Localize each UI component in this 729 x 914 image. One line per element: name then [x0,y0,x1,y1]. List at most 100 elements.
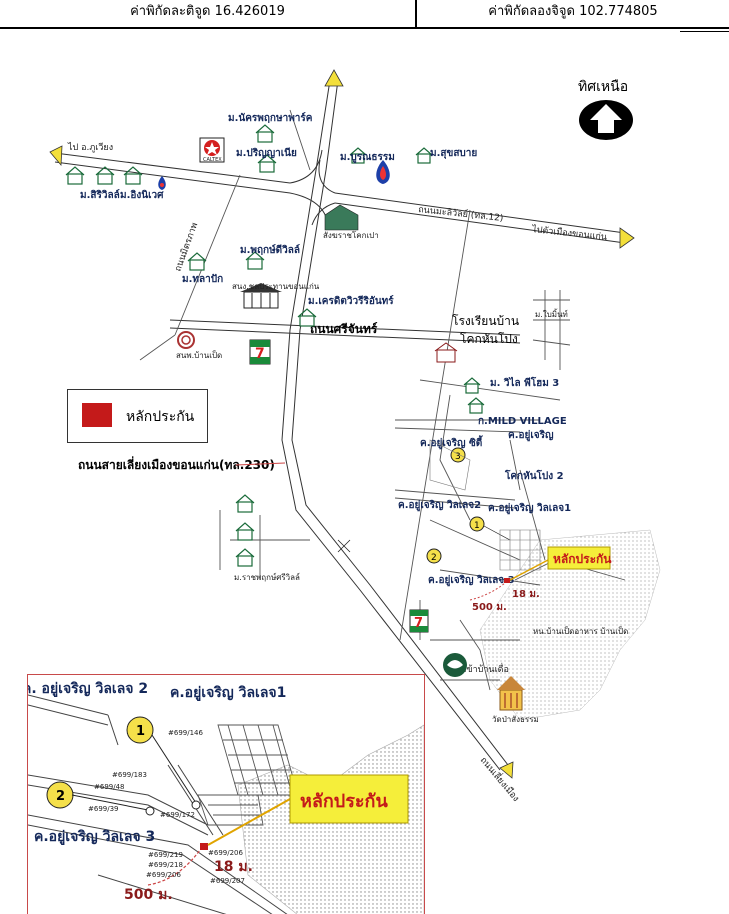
svg-text:2: 2 [431,553,437,563]
inset-collateral-marker [200,843,208,850]
label-church: สังฆราชโคกเปา [323,230,379,240]
ring-road-pointer [235,462,286,466]
ptt-station-small-icon [158,176,166,190]
seven-eleven-icon: 7 [249,339,271,365]
house-icon [235,522,255,541]
road-label-srichan: ถนนศรีจันทร์ [310,322,378,336]
coordinates-header: ค่าพิกัดละติจูด 16.426019 ค่าพิกัดลองจิจ… [0,0,729,29]
road-label-small-4: ถนนเลี่ยงเมือง [478,754,523,804]
secondary-roads [139,109,626,691]
inset-dist-500: 500 ม. [124,887,173,903]
label-yoocharoen-khok2: โคกหันโปง 2 [504,469,564,482]
callout-line [509,559,549,581]
house-icon [187,252,207,271]
label-mild-village: ก.MILD VILLAGE [478,416,567,427]
dist-18-label: 18 ม. [512,589,540,600]
label-sawat: ม.สิริวิลล์ [80,189,120,201]
svg-text:3: 3 [455,452,461,462]
inset-map: 1 2 หลักประกัน ค. อยู่เจริญ วิลเลจ 2 ค.อ… [27,674,425,914]
arrow-west-icon [49,145,63,167]
legend-swatch [82,403,112,427]
office-building-icon [240,283,282,309]
label-temple-left: สนพ.บ้านเป็ด [176,350,222,360]
inset-label-ville2: ค. อยู่เจริญ วิลเลจ 2 [28,681,148,697]
parcel-label: #699/218 [148,861,183,869]
road-label-west: ไป อ.ภูเวียง [67,142,113,153]
svg-text:1: 1 [136,724,145,739]
svg-text:7: 7 [414,616,423,631]
inset-label-ville3: ค.อยู่เจริญ วิลเลจ 3 [34,829,155,845]
label-nakhon-park: ม.นัครพฤกษาพาร์ค [228,112,313,124]
road-arrows [49,69,635,779]
label-ekatham: ม.บูรณธรรม [340,152,395,164]
house-icon [235,494,255,513]
header-underline [680,31,729,32]
parcel-label: #699/146 [168,729,203,737]
marker-1: 1 [469,516,511,541]
label-wilai: ม. วิไล พีโฮม 3 [490,376,559,389]
inset-label-ville1: ค.อยู่เจริญ วิลเลจ1 [170,685,286,701]
rail-crossing-icon [337,539,351,553]
longitude-label: ค่าพิกัดลองจิจูด 102.774805 [488,4,658,19]
label-resort: ม.ราชพฤกษ์ศรีวิลล์ [234,572,300,582]
main-roads [54,79,626,771]
label-school-2: โคกหันโปง [460,332,518,346]
road-label-to-city: ไปตัวเมืองขอนแก่น [531,224,608,243]
lotus-market-icon [443,653,467,677]
parcel-label: #699/39 [88,805,119,813]
label-market: หน.บ้านเป็ดอาหาร บ้านเป็ด [533,626,628,636]
marker-2: 2 [426,548,442,564]
arrow-south-icon [499,761,514,779]
parcel-label: #699/183 [112,771,147,779]
arrow-north-icon [324,69,344,87]
house-icon [65,166,85,185]
label-yoocharoen-city: ค.อยู่เจริญ ซิตี้ [420,435,483,450]
svg-text:CALTEX: CALTEX [203,157,222,163]
house-icon [297,308,317,327]
label-thalapak: ม.ทลาปัก [182,273,223,285]
legend-label: หลักประกัน [126,409,195,425]
collateral-marker [504,578,510,583]
house-icon [245,251,265,270]
house-icon [467,397,485,414]
label-ingmaiya: ม.อิงนิเวศ [120,189,164,201]
svg-text:1: 1 [474,521,480,531]
legend: หลักประกัน [67,389,208,443]
label-creative: ม.เครดิตวิวรีริอันทร์ [308,295,394,307]
church-icon [324,204,359,231]
marker-3: 3 [450,447,466,463]
temple-icon [497,676,525,711]
inset-callout-line [207,798,291,846]
village-grid [429,439,541,571]
label-yoocharoen-khok: ค.อยู่เจริญ [508,429,554,442]
parcel-label: #699/219 [148,851,183,859]
inset-dist-18: 18 ม. [214,859,253,875]
parcel-label: #699/206 [208,849,243,857]
house-icon [255,124,275,143]
label-ville2: ค.อยู่เจริญ วิลเลจ2 [398,499,481,512]
house-icon [415,147,433,164]
house-icon [463,377,481,394]
label-phra-tiwat: ม.พฤกษ์ดีวิลล์ [240,244,300,256]
inset-distance-route [147,849,201,886]
spiral-office-icon [177,331,195,349]
compass: ทิศเหนือ [578,79,633,140]
parcel-label: #699/48 [94,783,125,791]
inset-callout [289,774,409,824]
latitude-label: ค่าพิกัดละติจูด 16.426019 [0,0,417,27]
svg-text:2: 2 [56,789,65,804]
label-ville1: ค.อยู่เจริญ วิลเลจ1 [488,502,571,515]
parcel-label: #699/172 [160,811,195,819]
road-label-ring: ถนนสายเลี่ยงเมืองขอนแก่น(ทล.230) [78,456,275,472]
parcel-label: #699/206 [146,871,181,879]
inset-marker-2: 2 [46,781,155,816]
label-ville3: ค.อยู่เจริญ วิลเลจ 3 [428,574,515,587]
inset-village-grid [197,724,299,826]
label-subpaya: ม.สุขสบาย [430,148,477,159]
dist-500-label: 500 ม. [472,602,507,613]
seven-eleven-icon-2: 7 [409,609,429,633]
label-pariya: ม.ปริญญาเนีย [236,147,297,159]
house-icon [95,166,115,185]
svg-text:7: 7 [255,346,265,362]
